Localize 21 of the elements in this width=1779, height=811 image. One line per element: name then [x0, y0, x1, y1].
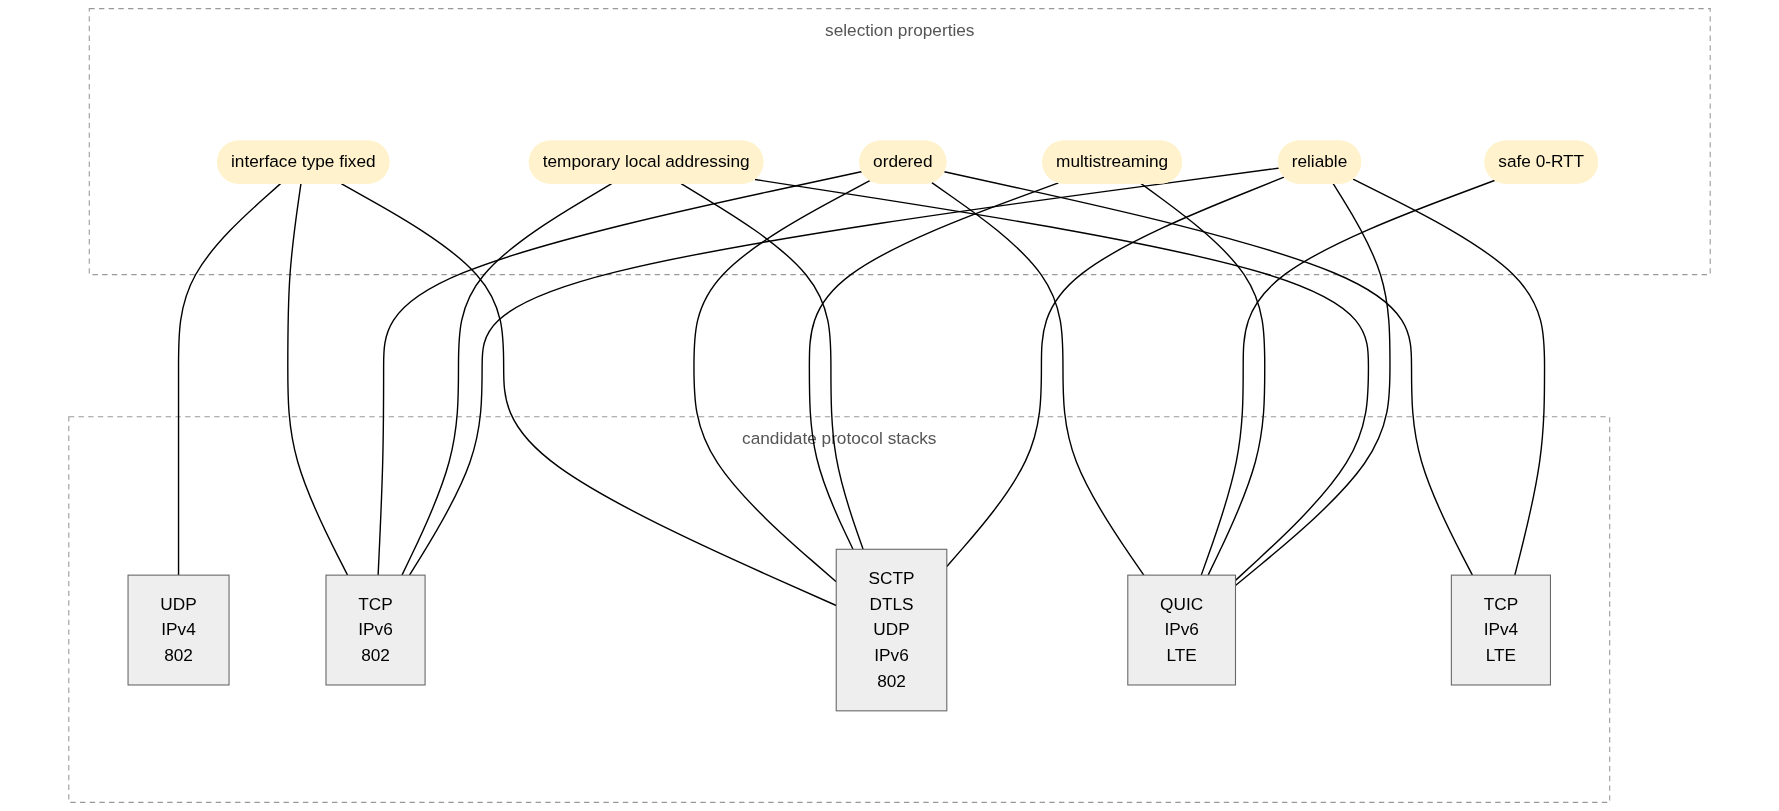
connector — [1200, 179, 1496, 576]
connector — [340, 182, 837, 607]
connector — [377, 170, 864, 576]
connector — [287, 182, 349, 576]
connector — [808, 182, 1060, 550]
connector — [931, 181, 1145, 576]
node-box: UDP IPv4 802 — [127, 574, 230, 686]
connector — [754, 178, 1370, 582]
connector — [943, 171, 1474, 576]
node-box: TCP IPv4 LTE — [1450, 574, 1551, 686]
connector — [1352, 178, 1546, 576]
connector — [408, 167, 1281, 576]
node-box: SCTP DTLS UDP IPv6 802 — [835, 548, 948, 712]
connector — [1140, 182, 1266, 576]
node-box: QUIC IPv6 LTE — [1127, 574, 1237, 686]
connector — [680, 182, 864, 550]
connector — [946, 176, 1286, 568]
connector — [401, 182, 613, 576]
node-box: TCP IPv6 802 — [325, 574, 426, 686]
connector — [177, 182, 282, 576]
connector — [693, 179, 871, 583]
